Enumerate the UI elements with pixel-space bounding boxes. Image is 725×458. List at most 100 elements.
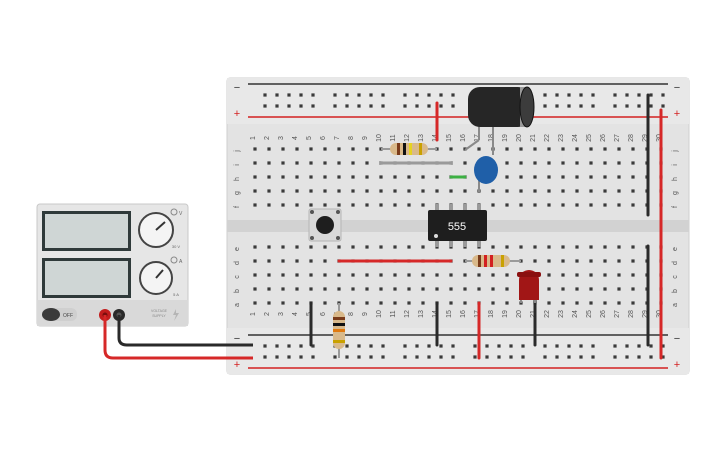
terminal-hole[interactable] bbox=[603, 147, 607, 151]
rail-hole[interactable] bbox=[451, 355, 455, 359]
terminal-hole[interactable] bbox=[561, 175, 565, 179]
terminal-hole[interactable] bbox=[505, 175, 509, 179]
terminal-hole[interactable] bbox=[505, 189, 509, 193]
terminal-hole[interactable] bbox=[407, 273, 411, 277]
terminal-hole[interactable] bbox=[323, 287, 327, 291]
terminal-hole[interactable] bbox=[253, 287, 257, 291]
ic-555[interactable]: 555 bbox=[428, 204, 487, 247]
terminal-hole[interactable] bbox=[323, 245, 327, 249]
terminal-hole[interactable] bbox=[309, 273, 313, 277]
terminal-hole[interactable] bbox=[351, 287, 355, 291]
terminal-hole[interactable] bbox=[547, 189, 551, 193]
terminal-hole[interactable] bbox=[267, 259, 271, 263]
terminal-hole[interactable] bbox=[617, 203, 621, 207]
terminal-hole[interactable] bbox=[547, 147, 551, 151]
terminal-hole[interactable] bbox=[253, 245, 257, 249]
terminal-hole[interactable] bbox=[309, 259, 313, 263]
terminal-hole[interactable] bbox=[603, 245, 607, 249]
terminal-hole[interactable] bbox=[477, 147, 481, 151]
terminal-hole[interactable] bbox=[351, 189, 355, 193]
terminal-hole[interactable] bbox=[295, 175, 299, 179]
terminal-hole[interactable] bbox=[589, 175, 593, 179]
terminal-hole[interactable] bbox=[253, 301, 257, 305]
pushbutton[interactable] bbox=[308, 208, 342, 242]
terminal-hole[interactable] bbox=[309, 147, 313, 151]
rail-hole[interactable] bbox=[637, 104, 641, 108]
rail-hole[interactable] bbox=[591, 355, 595, 359]
rail-hole[interactable] bbox=[403, 104, 407, 108]
rail-hole[interactable] bbox=[369, 93, 373, 97]
terminal-hole[interactable] bbox=[547, 175, 551, 179]
terminal-hole[interactable] bbox=[533, 147, 537, 151]
rail-hole[interactable] bbox=[311, 344, 315, 348]
terminal-hole[interactable] bbox=[561, 245, 565, 249]
terminal-hole[interactable] bbox=[365, 287, 369, 291]
rail-hole[interactable] bbox=[299, 104, 303, 108]
terminal-hole[interactable] bbox=[603, 273, 607, 277]
terminal-hole[interactable] bbox=[351, 175, 355, 179]
rail-hole[interactable] bbox=[451, 344, 455, 348]
terminal-hole[interactable] bbox=[281, 287, 285, 291]
rail-hole[interactable] bbox=[625, 104, 629, 108]
rail-hole[interactable] bbox=[661, 93, 665, 97]
terminal-hole[interactable] bbox=[267, 175, 271, 179]
rail-hole[interactable] bbox=[287, 355, 291, 359]
terminal-hole[interactable] bbox=[505, 273, 509, 277]
terminal-hole[interactable] bbox=[379, 175, 383, 179]
terminal-hole[interactable] bbox=[533, 189, 537, 193]
terminal-hole[interactable] bbox=[435, 175, 439, 179]
terminal-hole[interactable] bbox=[547, 161, 551, 165]
rail-hole[interactable] bbox=[299, 355, 303, 359]
rail-hole[interactable] bbox=[613, 93, 617, 97]
terminal-hole[interactable] bbox=[463, 301, 467, 305]
terminal-hole[interactable] bbox=[323, 147, 327, 151]
rail-hole[interactable] bbox=[311, 93, 315, 97]
terminal-hole[interactable] bbox=[505, 287, 509, 291]
terminal-hole[interactable] bbox=[281, 273, 285, 277]
rail-hole[interactable] bbox=[567, 93, 571, 97]
terminal-hole[interactable] bbox=[281, 203, 285, 207]
terminal-hole[interactable] bbox=[323, 301, 327, 305]
terminal-hole[interactable] bbox=[393, 203, 397, 207]
terminal-hole[interactable] bbox=[295, 301, 299, 305]
terminal-hole[interactable] bbox=[351, 203, 355, 207]
terminal-hole[interactable] bbox=[393, 245, 397, 249]
rail-hole[interactable] bbox=[275, 104, 279, 108]
rail-hole[interactable] bbox=[521, 344, 525, 348]
rail-hole[interactable] bbox=[451, 104, 455, 108]
terminal-hole[interactable] bbox=[603, 189, 607, 193]
rail-hole[interactable] bbox=[381, 344, 385, 348]
rail-hole[interactable] bbox=[357, 93, 361, 97]
terminal-hole[interactable] bbox=[631, 147, 635, 151]
rail-hole[interactable] bbox=[381, 104, 385, 108]
rail-hole[interactable] bbox=[439, 93, 443, 97]
rail-hole[interactable] bbox=[485, 344, 489, 348]
terminal-hole[interactable] bbox=[631, 287, 635, 291]
terminal-hole[interactable] bbox=[323, 273, 327, 277]
rail-hole[interactable] bbox=[427, 355, 431, 359]
terminal-hole[interactable] bbox=[337, 189, 341, 193]
rail-hole[interactable] bbox=[263, 104, 267, 108]
components[interactable]: 555 bbox=[308, 86, 541, 358]
terminal-hole[interactable] bbox=[435, 189, 439, 193]
terminal-hole[interactable] bbox=[463, 273, 467, 277]
rail-hole[interactable] bbox=[311, 104, 315, 108]
terminal-hole[interactable] bbox=[519, 245, 523, 249]
rail-hole[interactable] bbox=[369, 104, 373, 108]
rail-hole[interactable] bbox=[591, 344, 595, 348]
rail-hole[interactable] bbox=[649, 104, 653, 108]
resistor-right[interactable] bbox=[465, 255, 521, 267]
terminal-hole[interactable] bbox=[295, 203, 299, 207]
rail-hole[interactable] bbox=[345, 93, 349, 97]
terminal-hole[interactable] bbox=[393, 287, 397, 291]
rail-hole[interactable] bbox=[649, 355, 653, 359]
terminal-hole[interactable] bbox=[617, 287, 621, 291]
terminal-hole[interactable] bbox=[281, 147, 285, 151]
terminal-hole[interactable] bbox=[575, 301, 579, 305]
terminal-hole[interactable] bbox=[547, 301, 551, 305]
terminal-hole[interactable] bbox=[603, 161, 607, 165]
rail-hole[interactable] bbox=[579, 104, 583, 108]
rail-hole[interactable] bbox=[415, 93, 419, 97]
terminal-hole[interactable] bbox=[393, 189, 397, 193]
